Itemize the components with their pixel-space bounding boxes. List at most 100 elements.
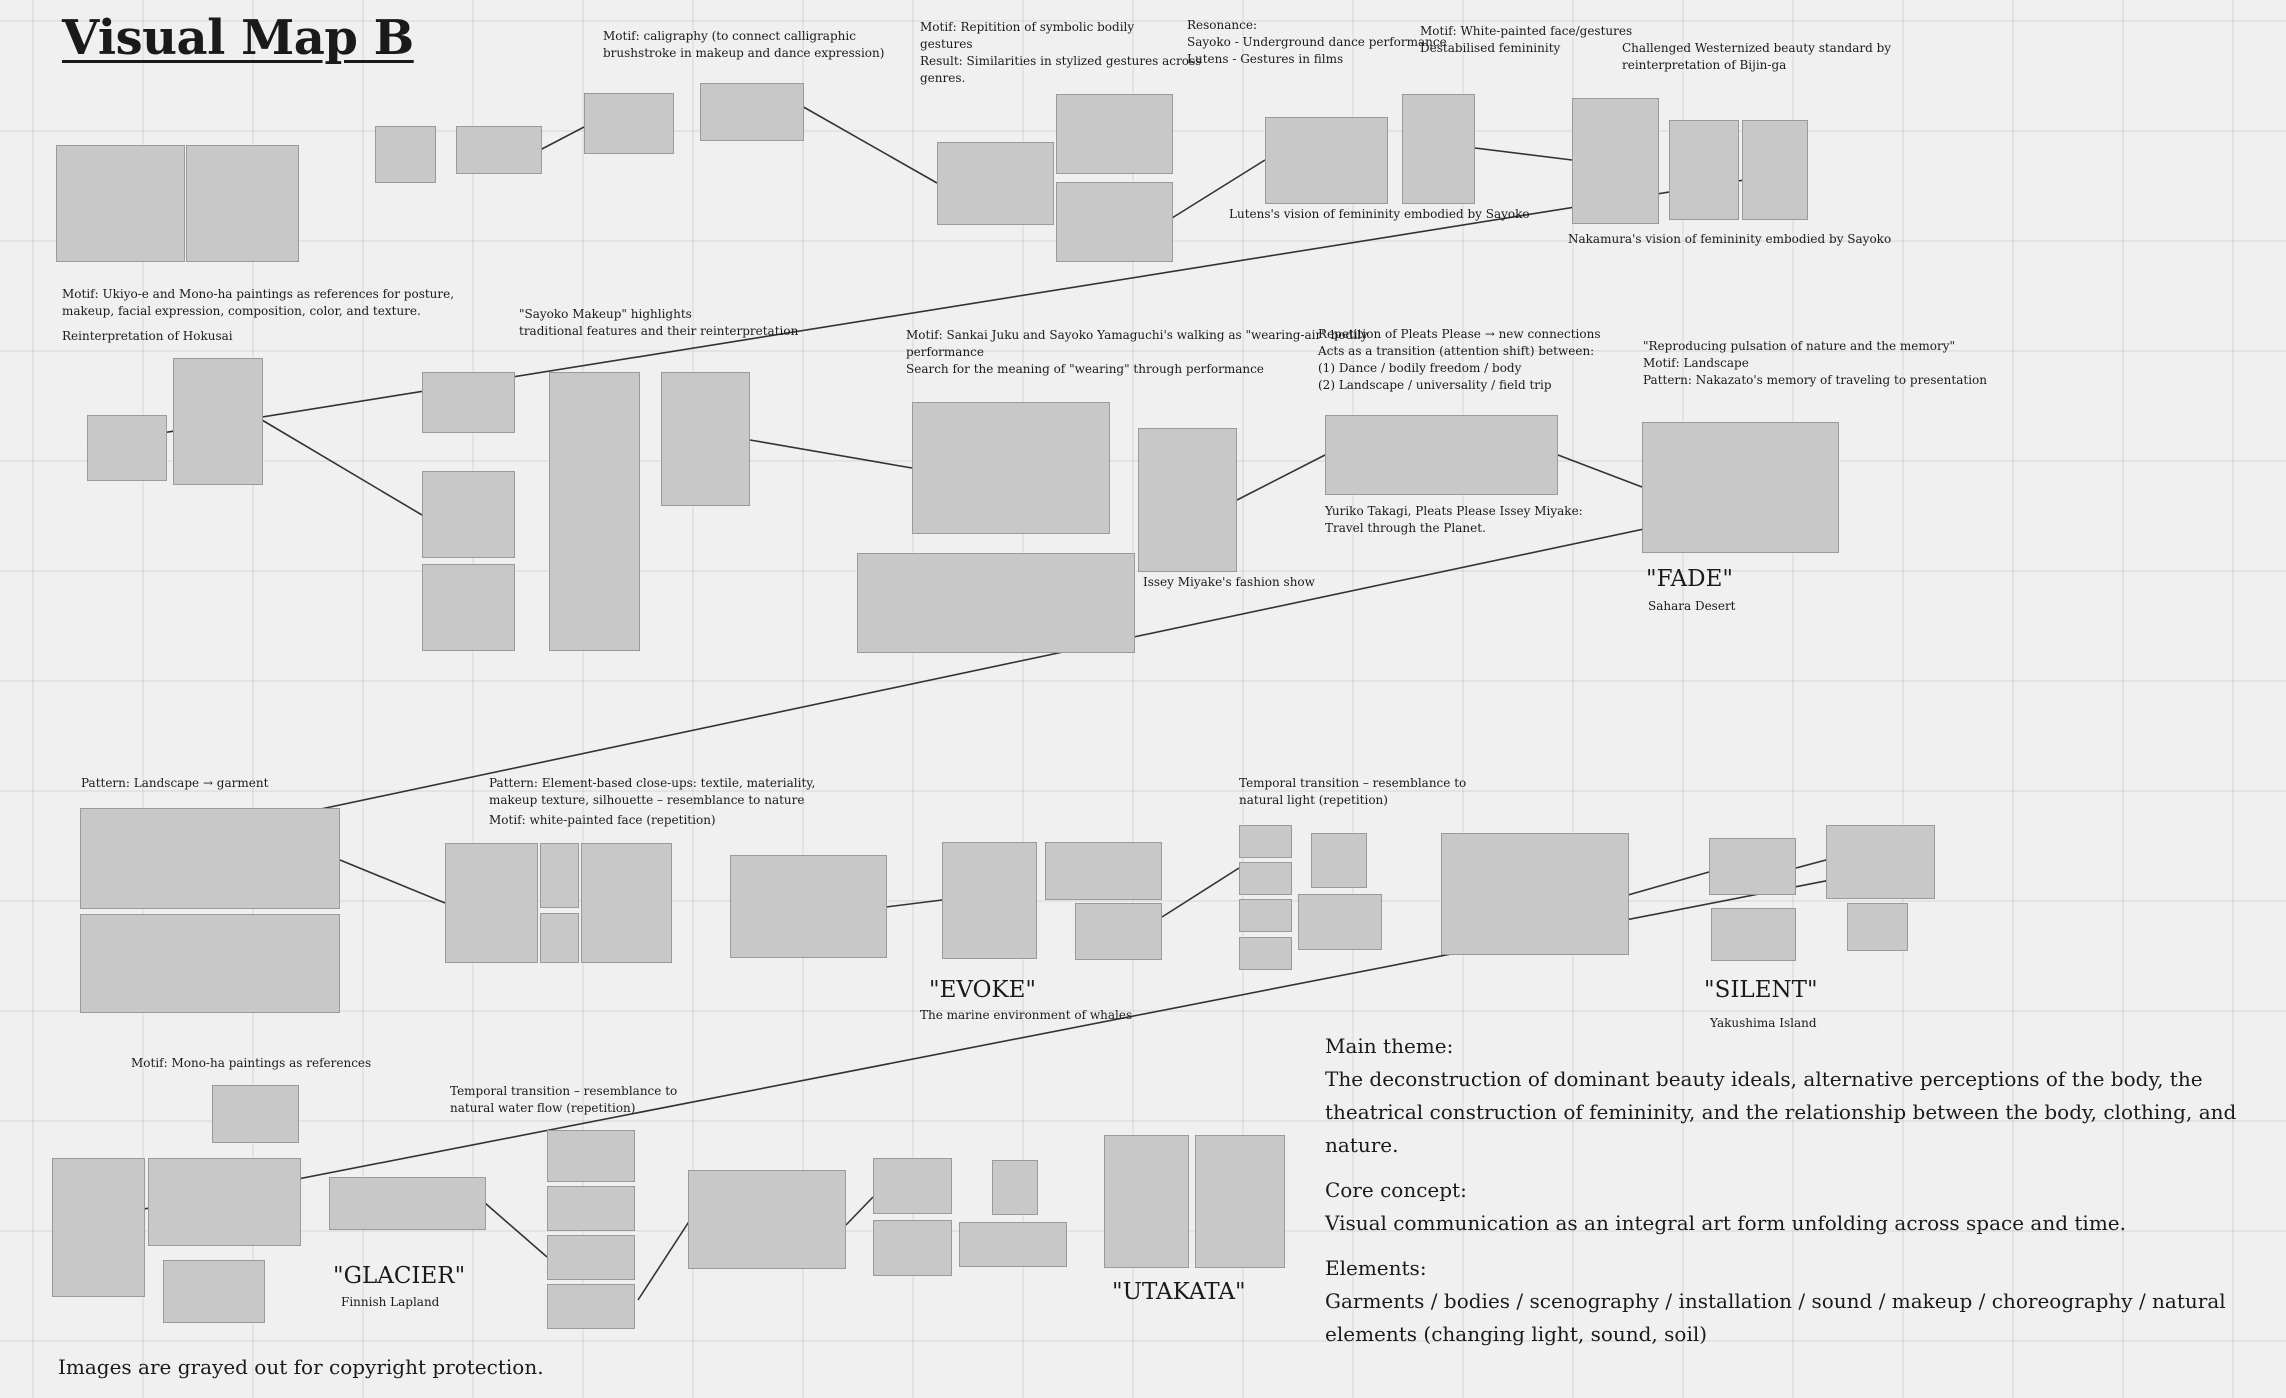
image-placeholder bbox=[1045, 842, 1162, 900]
work-title-fade: "FADE" bbox=[1646, 566, 1733, 592]
copyright-note: Images are grayed out for copyright prot… bbox=[58, 1355, 544, 1379]
image-placeholder bbox=[937, 142, 1054, 225]
image-placeholder bbox=[1325, 415, 1558, 495]
connector bbox=[749, 439, 913, 469]
image-placeholder bbox=[163, 1260, 265, 1323]
image-placeholder bbox=[540, 843, 579, 908]
work-title-glacier: "GLACIER" bbox=[333, 1263, 466, 1289]
image-placeholder bbox=[547, 1235, 635, 1280]
image-placeholder bbox=[52, 1158, 145, 1297]
image-placeholder bbox=[375, 126, 436, 183]
image-placeholder bbox=[992, 1160, 1038, 1215]
image-placeholder bbox=[422, 564, 515, 651]
connector bbox=[1161, 867, 1240, 918]
image-placeholder bbox=[873, 1158, 952, 1214]
image-placeholder bbox=[661, 372, 750, 506]
annotation-sayoko-makeup: "Sayoko Makeup" highlights traditional f… bbox=[519, 307, 799, 338]
image-placeholder bbox=[212, 1085, 299, 1143]
image-placeholder bbox=[1298, 894, 1382, 950]
annotation-reproducing-pulsation: "Reproducing pulsation of nature and the… bbox=[1643, 339, 1987, 387]
main-theme-heading: Main theme: bbox=[1325, 1034, 1454, 1058]
image-placeholder bbox=[56, 145, 185, 262]
image-placeholder bbox=[1239, 825, 1292, 858]
annotation-yuriko-takagi: Yuriko Takagi, Pleats Please Issey Miyak… bbox=[1325, 504, 1583, 535]
image-placeholder bbox=[540, 913, 579, 963]
image-placeholder bbox=[549, 372, 640, 651]
image-placeholder bbox=[1239, 862, 1292, 895]
image-placeholder bbox=[959, 1222, 1067, 1267]
annotation-element-closeups: Pattern: Element-based close-ups: textil… bbox=[489, 776, 816, 827]
work-location-evoke: The marine environment of whales bbox=[920, 1008, 1133, 1022]
image-placeholder bbox=[1056, 94, 1173, 174]
image-placeholder bbox=[186, 145, 299, 262]
image-placeholder bbox=[547, 1284, 635, 1329]
connector bbox=[539, 126, 585, 151]
image-placeholder bbox=[445, 843, 538, 963]
image-placeholder bbox=[700, 83, 804, 141]
image-placeholder bbox=[1642, 422, 1839, 553]
image-placeholder bbox=[1138, 428, 1237, 572]
core-concept-heading: Core concept: bbox=[1325, 1178, 1467, 1202]
connector bbox=[1474, 147, 1573, 161]
connector bbox=[637, 1219, 691, 1301]
main-theme-text: The deconstruction of dominant beauty id… bbox=[1325, 1067, 2237, 1157]
elements-text: Garments / bodies / scenography / instal… bbox=[1325, 1289, 2226, 1346]
image-placeholder bbox=[148, 1158, 301, 1246]
image-placeholder bbox=[1265, 117, 1388, 204]
connector bbox=[484, 1202, 548, 1258]
image-placeholder bbox=[456, 126, 542, 174]
image-placeholder bbox=[422, 471, 515, 558]
image-placeholder bbox=[1441, 833, 1629, 955]
image-placeholder bbox=[1847, 903, 1908, 951]
connector bbox=[1236, 454, 1326, 501]
annotation-calligraphy: Motif: caligraphy (to connect calligraph… bbox=[603, 29, 885, 60]
work-location-silent: Yakushima Island bbox=[1710, 1016, 1817, 1030]
annotation-lutens-vision: Lutens's vision of femininity embodied b… bbox=[1229, 207, 1530, 221]
work-location-glacier: Finnish Lapland bbox=[341, 1295, 440, 1309]
connector bbox=[799, 104, 938, 184]
connector bbox=[845, 1196, 874, 1226]
annotation-pleats-please: Repetition of Pleats Please → new connec… bbox=[1318, 327, 1601, 392]
image-placeholder bbox=[1711, 908, 1796, 961]
annotation-temporal-light: Temporal transition – resemblance to nat… bbox=[1239, 776, 1467, 807]
work-location-fade: Sahara Desert bbox=[1648, 599, 1736, 613]
annotation-monoha: Motif: Mono-ha paintings as references bbox=[131, 1056, 372, 1070]
connector bbox=[1795, 859, 1827, 869]
page-title: Visual Map B bbox=[62, 10, 414, 66]
image-placeholder bbox=[912, 402, 1110, 534]
annotation-nakamura-vision: Nakamura's vision of femininity embodied… bbox=[1568, 232, 1892, 246]
annotation-sankai-juku: Motif: Sankai Juku and Sayoko Yamaguchi'… bbox=[906, 328, 1368, 376]
annotation-white-painted: Motif: White-painted face/gestures Desta… bbox=[1420, 24, 1633, 55]
image-placeholder bbox=[584, 93, 674, 154]
image-placeholder bbox=[688, 1170, 846, 1269]
connector bbox=[885, 899, 943, 908]
diagonal-line-1 bbox=[86, 169, 1808, 446]
image-placeholder bbox=[1239, 899, 1292, 932]
image-placeholder bbox=[1402, 94, 1475, 204]
annotation-issey-show: Issey Miyake's fashion show bbox=[1143, 575, 1315, 589]
image-placeholder bbox=[173, 358, 263, 485]
image-placeholder bbox=[857, 553, 1135, 653]
annotation-ukiyoe: Motif: Ukiyo-e and Mono-ha paintings as … bbox=[62, 287, 455, 343]
image-placeholder bbox=[1572, 98, 1659, 224]
image-placeholder bbox=[942, 842, 1037, 959]
image-placeholder bbox=[87, 415, 167, 481]
annotation-resonance: Resonance: Sayoko - Underground dance pe… bbox=[1187, 18, 1447, 66]
image-placeholder bbox=[422, 372, 515, 433]
core-concept-text: Visual communication as an integral art … bbox=[1325, 1211, 2126, 1235]
diagonal-line-2 bbox=[79, 487, 1839, 861]
connector bbox=[339, 859, 446, 904]
image-placeholder bbox=[1669, 120, 1739, 220]
theme-panel: Main theme: The deconstruction of domina… bbox=[1325, 1030, 2265, 1363]
image-placeholder bbox=[1709, 838, 1796, 895]
image-placeholder bbox=[547, 1130, 635, 1182]
image-placeholder bbox=[547, 1186, 635, 1231]
image-placeholder bbox=[80, 808, 340, 909]
work-title-evoke: "EVOKE" bbox=[929, 977, 1036, 1003]
image-placeholder bbox=[1742, 120, 1808, 220]
image-placeholder bbox=[581, 843, 672, 963]
image-placeholder bbox=[329, 1177, 486, 1230]
image-placeholder bbox=[1104, 1135, 1189, 1268]
image-placeholder bbox=[1075, 903, 1162, 960]
